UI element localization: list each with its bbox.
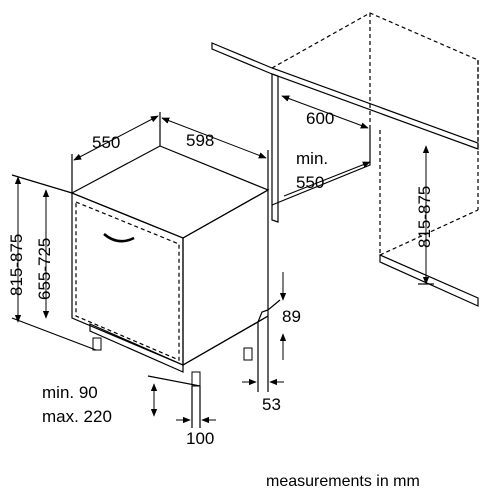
dim-foot-height: min. 90 max. 220 (42, 375, 201, 426)
top-face (70, 145, 270, 239)
niche-cabinet (211, 12, 479, 307)
label-plinth-height: 89 (282, 307, 301, 326)
dim-plinth-setback: 53 (242, 316, 284, 414)
dim-total-height: 815-875 (7, 174, 97, 351)
plinth-side (182, 315, 269, 366)
label-plinth-setback: 53 (262, 395, 281, 414)
niche-dashed-bottom (379, 209, 479, 256)
dim-niche-height: 815-875 (415, 145, 434, 285)
door-outline (75, 201, 180, 361)
label-niche-height: 815-875 (415, 186, 434, 248)
foot-back-right (243, 347, 253, 361)
label-foot-max: max. 220 (42, 407, 112, 426)
worktop (211, 42, 479, 150)
plinth-recess (257, 299, 281, 323)
niche-dashed-top (271, 12, 479, 143)
dim-plinth-height: 89 (279, 272, 301, 360)
caption: measurements in mm (266, 473, 420, 490)
dim-niche-width: 600 (281, 95, 369, 129)
dim-body-height: 655-725 (35, 189, 54, 319)
niche-floor-right (379, 254, 479, 307)
front-face (71, 192, 184, 366)
foot-front-left (92, 337, 102, 351)
label-niche-depth-min: min. (296, 149, 328, 168)
dim-depth: 550 (71, 115, 159, 193)
label-depth: 550 (92, 133, 120, 152)
side-face (182, 188, 269, 367)
label-niche-width: 600 (306, 109, 334, 128)
dim-niche-depth: min. 550 (283, 149, 371, 197)
dim-width: 598 (159, 112, 269, 190)
label-total-height: 815-875 (7, 234, 26, 296)
foot-front-right (191, 371, 201, 387)
label-plinth-gap: 100 (186, 429, 214, 448)
door-handle (103, 233, 135, 243)
dim-plinth-gap: 100 (176, 386, 216, 448)
label-body-height: 655-725 (35, 238, 54, 300)
dishwasher-body (70, 145, 281, 387)
plinth (89, 323, 184, 373)
label-niche-depth-value: 550 (296, 173, 324, 192)
label-width: 598 (186, 131, 214, 150)
label-foot-min: min. 90 (42, 383, 98, 402)
niche-side-panel (271, 73, 279, 223)
